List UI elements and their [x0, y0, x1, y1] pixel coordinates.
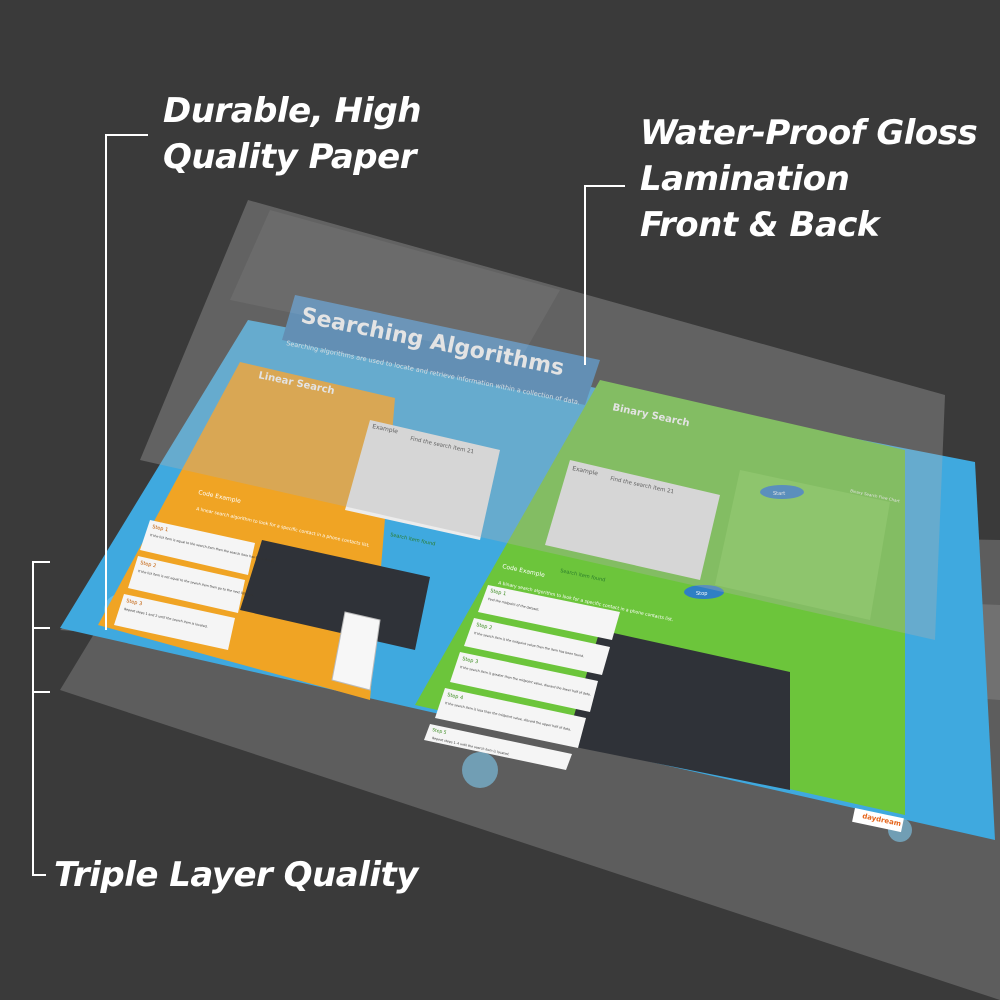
linear-step-1: [140, 520, 255, 575]
callout-paper-line-2: Quality Paper: [163, 137, 416, 177]
callout-paper-line-1: Durable, High: [163, 91, 422, 131]
flow-stop-node: [684, 585, 724, 599]
flow-start-node: [760, 485, 804, 499]
callout-triple-line-1: Triple Layer Quality: [54, 855, 418, 895]
brand-badge: [852, 808, 904, 833]
linear-step-2-title: Step 2: [140, 560, 157, 569]
binary-search-panel: Binary Search Example Find the search it…: [415, 380, 905, 815]
phone-graphic: [331, 611, 381, 691]
top-lamination-sheet: [140, 200, 945, 640]
linear-step-2: [128, 556, 245, 613]
lamination-leader-line: [584, 185, 625, 365]
binary-step-2: [464, 618, 610, 675]
linear-example-card: [345, 420, 500, 540]
linear-search-panel: Linear Search Example Find the search it…: [98, 362, 500, 700]
binary-step-2-title: Step 2: [476, 622, 493, 631]
callout-triple: Triple Layer Quality: [54, 852, 418, 898]
linear-step-3-title: Step 3: [126, 598, 143, 607]
lamination-gloss-highlight: [230, 210, 560, 360]
binary-example-card: [545, 460, 720, 580]
title-banner: [282, 295, 600, 405]
flow-start: Start: [773, 491, 785, 497]
binary-step-3: [450, 652, 598, 712]
flow-chart: [715, 470, 890, 620]
binary-step-1-title: Step 1: [490, 588, 507, 597]
network-dot: [462, 752, 498, 788]
binary-step-5: [424, 724, 572, 770]
binary-step-4-title: Step 4: [447, 692, 464, 701]
paper-leader-line: [105, 134, 148, 630]
linear-step-3: [114, 594, 235, 650]
binary-step-1: [478, 585, 620, 640]
binary-step-4: [435, 688, 586, 748]
poster: Searching Algorithms Searching algorithm…: [60, 295, 995, 842]
flow-stop: Stop: [696, 591, 707, 597]
callout-lamination: Water-Proof Gloss Lamination Front & Bac…: [640, 110, 978, 248]
callout-paper: Durable, High Quality Paper: [163, 88, 422, 180]
triple-layer-bracket: [32, 561, 50, 876]
binary-step-5-title: Step 5: [432, 727, 448, 736]
linear-step-1-title: Step 1: [152, 524, 169, 533]
callout-lamination-line-2: Lamination: [640, 159, 850, 199]
binary-step-3-title: Step 3: [462, 656, 479, 665]
binary-code-block: [565, 630, 790, 790]
callout-lamination-line-3: Front & Back: [640, 205, 880, 245]
linear-code-block: [240, 540, 430, 650]
callout-lamination-line-1: Water-Proof Gloss: [640, 113, 978, 153]
